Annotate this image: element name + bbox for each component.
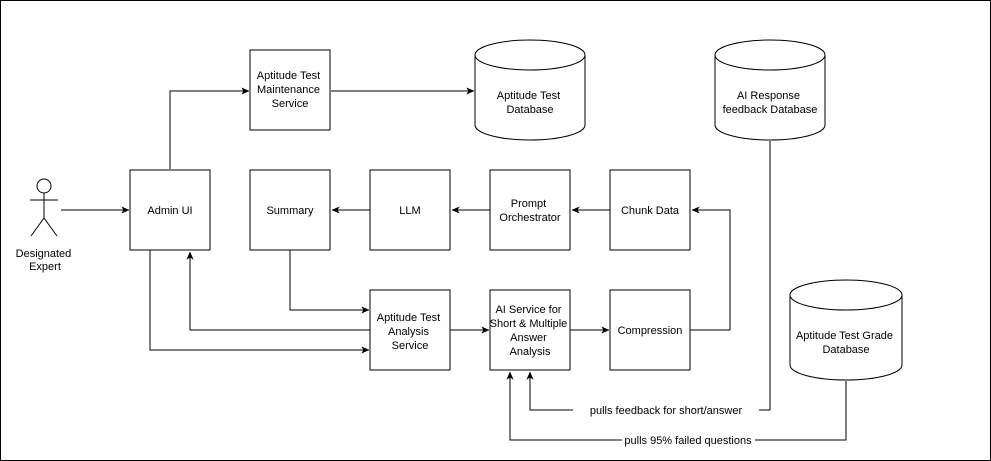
maintenance-label-line-3: Service [272,98,309,110]
actor-designated-expert: Designated Expert [16,178,75,273]
edge-label-bg-feedback [573,403,759,417]
ai-service-label-line-1: AI Service for [495,304,561,316]
cylinder-icon [714,39,826,141]
stick-figure-icon [30,178,58,237]
connectors [61,87,847,441]
grade-db-label-line-2: Database [822,344,869,356]
grade-db-label-line-1: Aptitude Test Grade [796,330,893,342]
llm-label: LLM [399,205,420,217]
maintenance-label-line-1: Aptitude Test [257,70,320,82]
svg-text:Aptitude Test Analysis: Aptitude Test Analysis Service [377,312,443,352]
analysis-label-line-1: Aptitude Test [377,312,440,324]
box-compression: Compression [609,289,691,371]
box-maintenance-service: Aptitude Test Maintenance Service [249,49,331,131]
box-chunk-data: Chunk Data [609,169,691,251]
feedback-db-label-line-2: feedback Database [723,104,818,116]
aptitude-db-label-line-2: Database [506,104,553,116]
admin-ui-label: Admin UI [147,205,192,217]
compression-label: Compression [618,325,683,337]
edge-label-feedback: pulls feedback for short/answer [590,405,743,417]
database-aptitude-test-grade: Aptitude Test Grade Database [789,279,903,381]
prompt-label-line-2: Orchestrator [499,212,560,224]
prompt-label-line-1: Prompt [511,198,546,210]
analysis-label-line-3: Service [392,340,429,352]
svg-text:Prompt Orchestrator: Prompt Orchestrator [499,198,560,224]
edge-analysis-to-admin [186,251,370,331]
actor-label: Designated Expert [16,248,75,273]
svg-text:Aptitude Test Maintena: Aptitude Test Maintenance Service [257,70,323,110]
edge-compression-to-chunk [690,206,731,331]
edge-summary-to-analysis [289,250,370,314]
ai-service-label-line-3: Answer [510,332,547,344]
database-ai-response-feedback: AI Response feedback Database [714,39,826,141]
cylinder-icon [789,279,903,381]
svg-text:AI Service for Short &: AI Service for Short & Multiple Answer A… [490,304,571,358]
box-llm: LLM [369,169,451,251]
box-admin-ui: Admin UI [129,169,211,251]
actor-label-line-1: Designated [16,248,72,260]
svg-text:AI Response feedback D: AI Response feedback Database [723,90,818,116]
box-analysis-service: Aptitude Test Analysis Service [369,289,451,371]
ai-service-label-line-2: Short & Multiple [490,318,568,330]
svg-text:Aptitude Test Database: Aptitude Test Database [497,90,563,116]
aptitude-db-label-line-1: Aptitude Test [497,90,560,102]
ai-service-label-line-4: Analysis [510,346,551,358]
maintenance-label-line-2: Maintenance [257,84,320,96]
svg-text:Aptitude Test Grade Da: Aptitude Test Grade Database [796,330,896,356]
edge-admin-to-analysis [149,250,370,354]
chunk-data-label: Chunk Data [621,205,680,217]
cylinder-icon [474,39,586,141]
edge-label-failed-questions: pulls 95% failed questions [624,435,752,447]
analysis-label-line-2: Analysis [388,326,429,338]
database-aptitude-test: Aptitude Test Database [474,39,586,141]
edge-label-bg-failed [622,433,755,447]
summary-label: Summary [266,205,314,217]
box-ai-service: AI Service for Short & Multiple Answer A… [489,289,571,371]
box-summary: Summary [249,169,331,251]
box-prompt-orchestrator: Prompt Orchestrator [489,169,571,251]
feedback-db-label-line-1: AI Response [737,90,800,102]
actor-label-line-2: Expert [29,261,61,273]
edge-admin-to-maintenance [169,87,250,169]
